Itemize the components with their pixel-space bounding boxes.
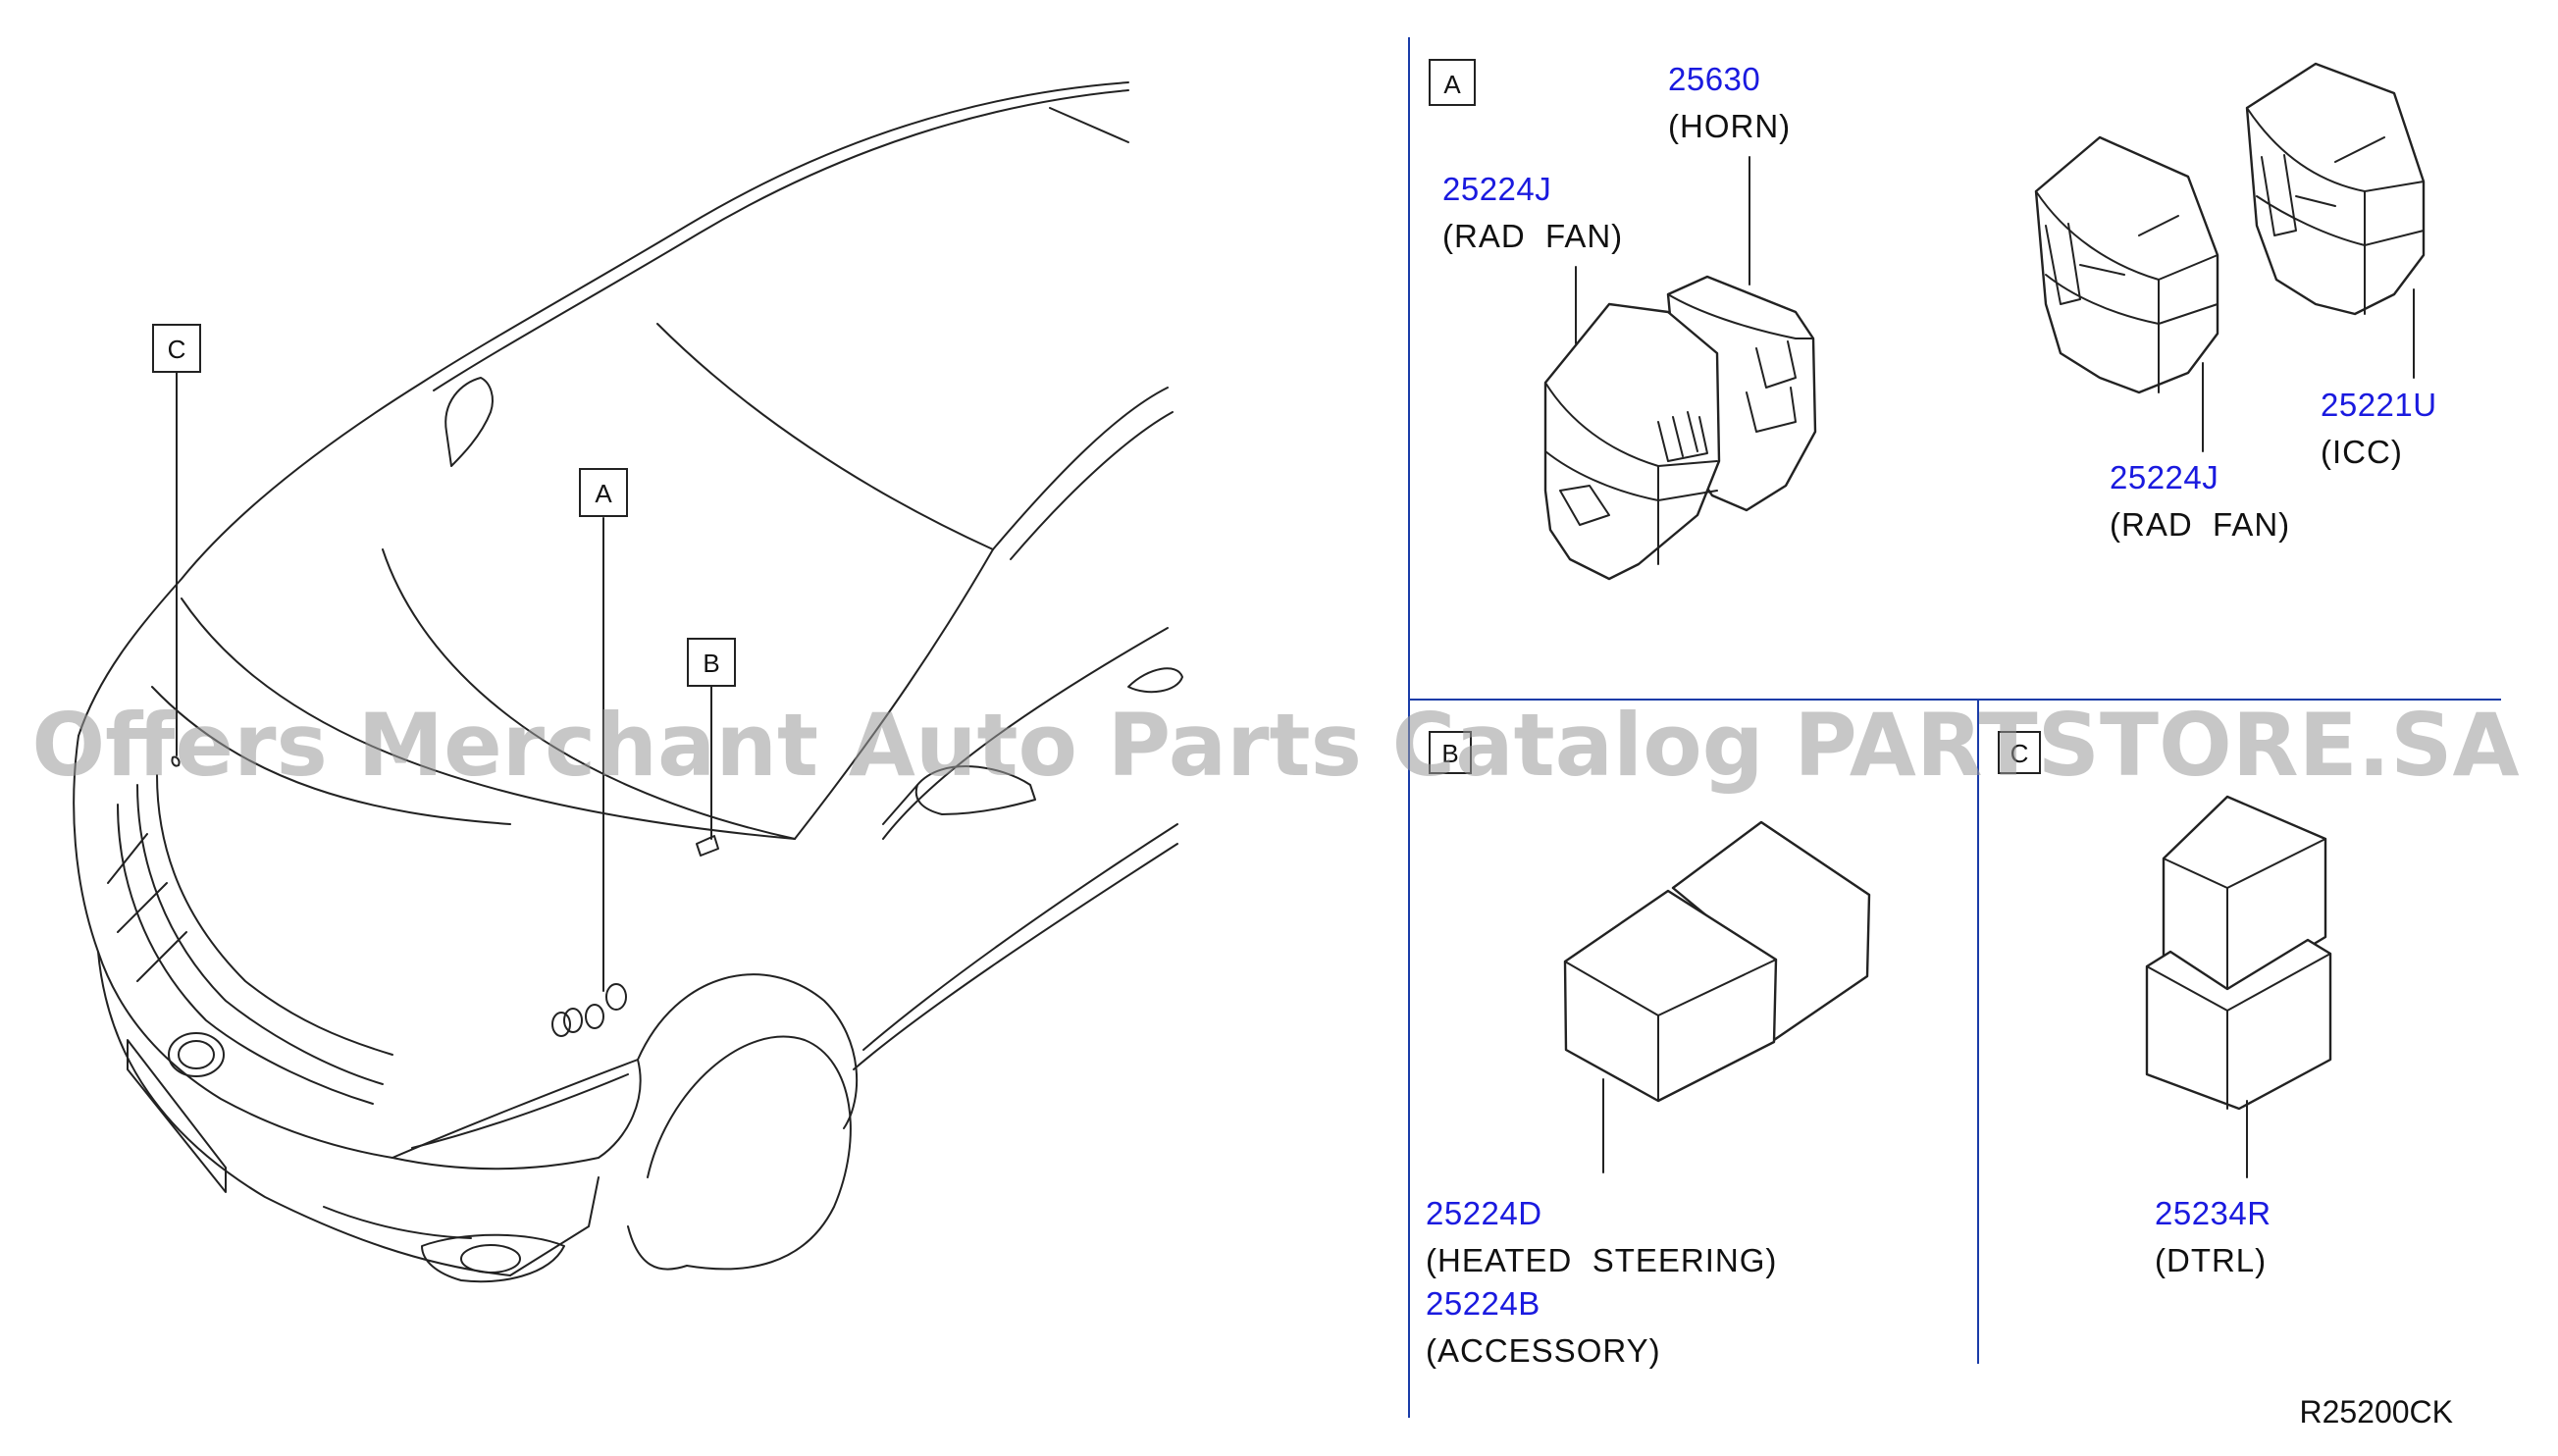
part-number-rad-fan-left: 25224J bbox=[1442, 171, 1551, 207]
part-desc-icc: (ICC) bbox=[2321, 434, 2403, 470]
diagram-code: R25200CK bbox=[2299, 1394, 2453, 1430]
car-callout-b: B bbox=[687, 638, 736, 687]
relay-pair-heated-accessory bbox=[1563, 820, 1871, 1103]
part-desc-horn: (HORN) bbox=[1668, 108, 1791, 144]
part-desc-rad-fan-left: (RAD FAN) bbox=[1442, 218, 1623, 254]
part-desc-rad-fan-right: (RAD FAN) bbox=[2110, 506, 2290, 543]
panel-borders bbox=[1408, 37, 2501, 1418]
car-callout-b-label: B bbox=[703, 649, 719, 678]
car-illustration bbox=[73, 81, 1183, 1283]
relay-dtrl bbox=[2145, 795, 2332, 1111]
car-callout-a: A bbox=[579, 468, 628, 517]
relay-pair-horn-radfan bbox=[1543, 275, 1817, 581]
part-number-rad-fan-right: 25224J bbox=[2110, 459, 2219, 495]
car-callout-c-label: C bbox=[168, 335, 186, 364]
relay-pair-radfan-icc bbox=[2034, 62, 2426, 394]
car-callout-c: C bbox=[152, 324, 201, 373]
part-desc-accessory: (ACCESSORY) bbox=[1426, 1332, 1661, 1369]
panel-c-label: C bbox=[2010, 739, 2029, 768]
part-number-dtrl: 25234R bbox=[2155, 1195, 2271, 1231]
car-callout-a-label: A bbox=[595, 479, 612, 508]
watermark-text: Offers Merchant Auto Parts Catalog PARTS… bbox=[31, 695, 2519, 796]
panel-b-label: B bbox=[1441, 739, 1458, 768]
panel-b: B 25224D (HEATED STEERING) 25224B (ACCES… bbox=[1426, 731, 1871, 1369]
panel-a: A 25630 (HORN) 25224J (RAD FAN) bbox=[1429, 59, 2437, 581]
part-desc-dtrl: (DTRL) bbox=[2155, 1242, 2267, 1278]
part-number-accessory: 25224B bbox=[1426, 1285, 1540, 1322]
part-desc-heated-steering: (HEATED STEERING) bbox=[1426, 1242, 1777, 1278]
panel-c: C 25234R (DTRL) bbox=[1998, 731, 2332, 1278]
part-number-horn: 25630 bbox=[1668, 61, 1760, 97]
part-number-heated-steering: 25224D bbox=[1426, 1195, 1542, 1231]
part-number-icc: 25221U bbox=[2321, 387, 2437, 423]
panel-a-label: A bbox=[1443, 70, 1461, 99]
